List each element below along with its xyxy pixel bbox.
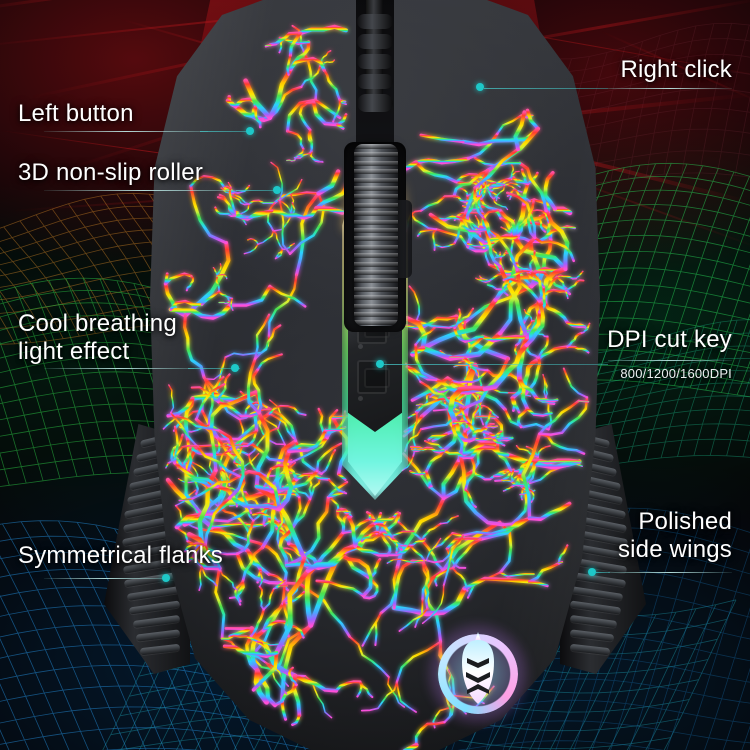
brand-logo-emblem: [456, 632, 500, 708]
callout-roller-label: 3D non-slip roller: [18, 159, 203, 187]
callout-left-button-dot: [246, 127, 254, 135]
callout-dpi-key-label: DPI cut key: [607, 326, 732, 354]
callout-roller-dot: [273, 186, 281, 194]
callout-dpi-key-dot: [376, 360, 384, 368]
callout-breathing-light-dot: [231, 364, 239, 372]
callout-side-wings-dot: [588, 568, 596, 576]
callout-symmetrical-flanks-label: Symmetrical flanks: [18, 542, 223, 570]
callout-side-wings-leader: [596, 572, 610, 573]
gaming-mouse: [108, 0, 642, 750]
callout-left-button-rule: [44, 131, 208, 132]
callout-roller-rule: [44, 190, 244, 191]
scroll-wheel[interactable]: [354, 144, 398, 326]
callout-dpi-key-subtext: 800/1200/1600DPI: [620, 366, 732, 381]
callout-symmetrical-flanks-dot: [162, 574, 170, 582]
callout-dpi-key-leader: [384, 364, 608, 365]
callout-side-wings-rule: [608, 572, 732, 573]
callout-breathing-light-label: Cool breathing light effect: [18, 310, 177, 367]
cable-strain-relief: [357, 74, 393, 89]
callout-side-wings-line2: side wings: [618, 536, 732, 564]
callout-dpi-key-rule: [608, 360, 732, 361]
callout-right-click-dot: [476, 83, 484, 91]
callout-left-button-label: Left button: [18, 100, 134, 128]
callout-breathing-light-line1: Cool breathing: [18, 310, 177, 338]
callout-side-wings-label: Polished side wings: [618, 508, 732, 565]
callout-left-button-leader: [200, 131, 252, 132]
callout-side-wings-line1: Polished: [618, 508, 732, 536]
callout-breathing-light-line2: light effect: [18, 338, 177, 366]
cable-strain-relief: [357, 34, 393, 49]
callout-breathing-light-rule: [44, 368, 194, 369]
callout-symmetrical-flanks-rule: [44, 578, 166, 579]
callout-right-click-rule: [608, 88, 732, 89]
cable-strain-relief: [357, 54, 393, 69]
callout-right-click-label: Right click: [620, 56, 732, 84]
callout-right-click-leader: [484, 88, 608, 89]
cable-strain-relief: [357, 14, 393, 29]
cable-strain-relief: [357, 94, 393, 112]
